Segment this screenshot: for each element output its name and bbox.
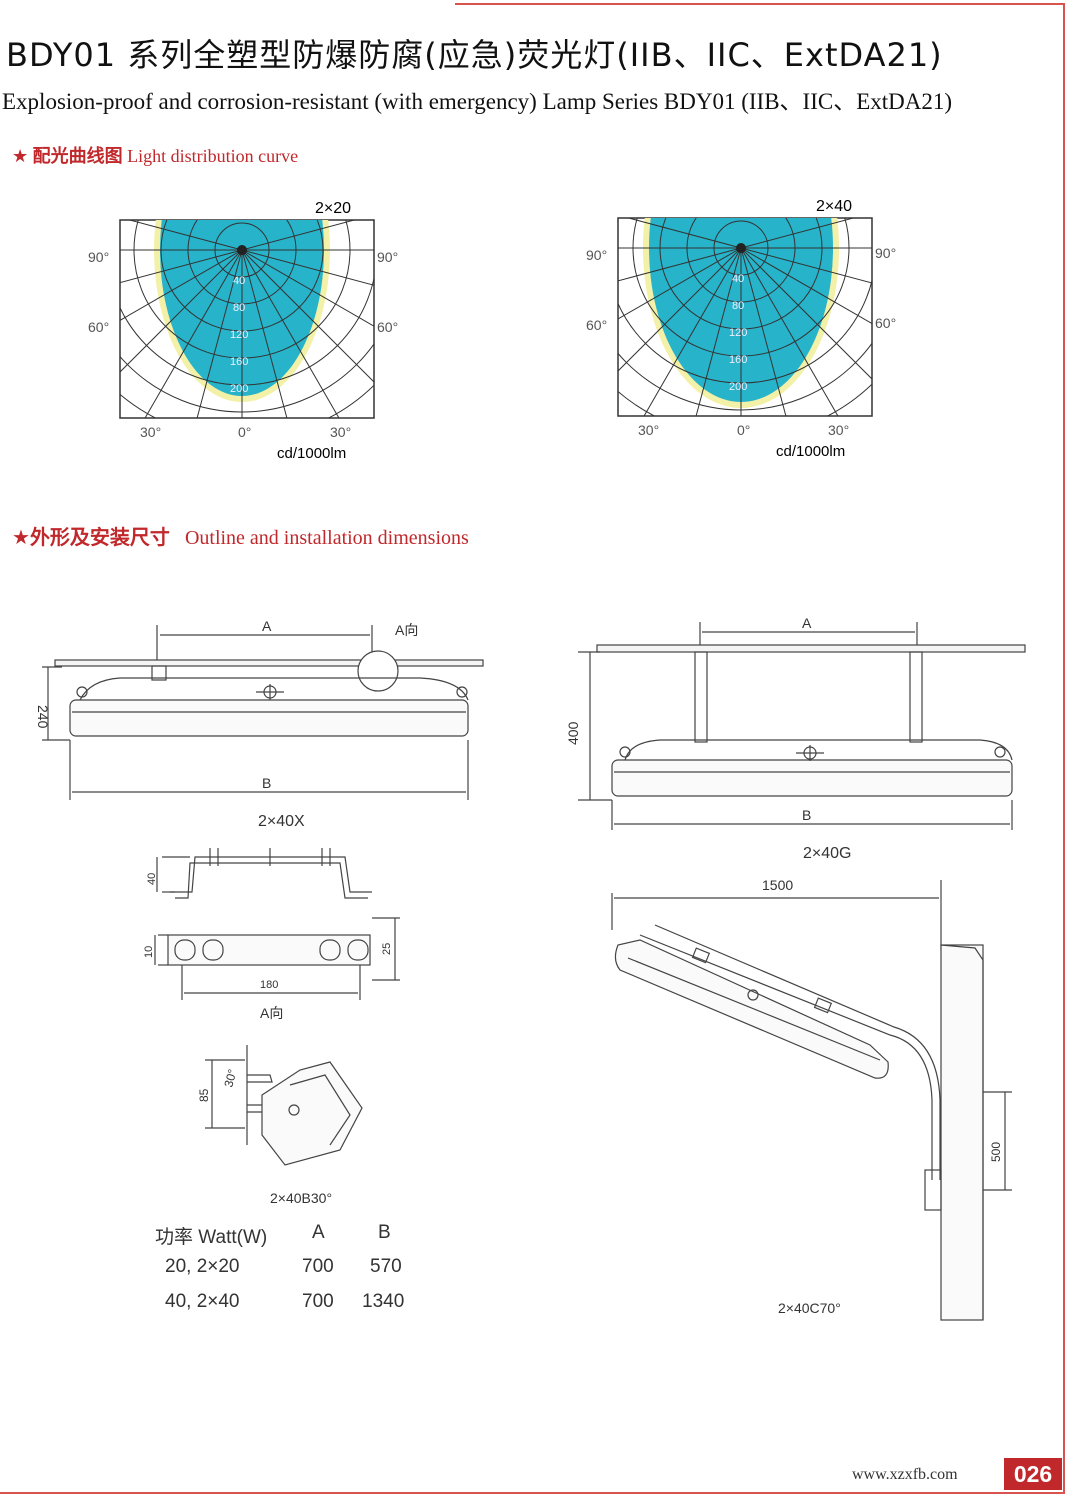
angle-label-90-left: 90° (88, 249, 109, 265)
angle-label-90-right: 90° (875, 245, 896, 261)
bottom-border-line (0, 1492, 1065, 1494)
dim-label-1500: 1500 (762, 877, 793, 893)
section-title-cn: 外形及安装尺寸 (29, 525, 170, 549)
section-title-cn: 配光曲线图 (32, 146, 123, 167)
right-border-line (1063, 3, 1065, 1493)
table-header-b: B (378, 1222, 391, 1243)
star-icon: ★ (12, 525, 30, 549)
dim-label-400: 400 (565, 721, 581, 745)
page-title-cn: BDY01 系列全塑型防爆防腐(应急)荧光灯(IIB、IIC、ExtDA21) (6, 36, 943, 74)
light-curve-chart-2x40: 2×40 90° 90° 60° 60° 40 80 120 160 200 3… (586, 198, 896, 460)
angle-label-0: 0° (737, 422, 750, 438)
dim-label-b: B (262, 775, 271, 791)
page-number-badge: 026 (1004, 1458, 1062, 1490)
dim-label-b: B (802, 807, 811, 823)
scale-label: 160 (230, 356, 248, 368)
angle-label-60-right: 60° (875, 315, 896, 331)
dim-label-10: 10 (143, 946, 155, 958)
angle-label-60-right: 60° (377, 319, 398, 335)
scale-label: 40 (233, 275, 245, 287)
angle-label-60-left: 60° (88, 319, 109, 335)
section-heading-outline: ★外形及安装尺寸 Outline and installation dimens… (12, 521, 469, 550)
angle-label-30-left: 30° (638, 422, 659, 438)
dim-label-a: A (262, 618, 272, 634)
drawing-2x40g (578, 622, 1026, 830)
dim-label-a: A (802, 615, 812, 631)
scale-label: 200 (729, 381, 747, 393)
scale-label: 80 (233, 302, 245, 314)
curve-model-label: 2×20 (315, 200, 351, 217)
dim-label-a-direction: A向 (395, 622, 418, 638)
curve-unit-label: cd/1000lm (776, 443, 845, 460)
dim-label-40: 40 (146, 873, 158, 885)
scale-label: 40 (732, 273, 744, 285)
table-cell: 570 (370, 1256, 402, 1277)
drawing-2x40x (42, 625, 484, 800)
table-header-watt: 功率 Watt(W) (155, 1227, 268, 1248)
table-cell: 700 (302, 1256, 334, 1277)
scale-label: 120 (729, 327, 747, 339)
angle-label-0: 0° (238, 424, 251, 440)
dim-label-30-degree: 30° (221, 1067, 239, 1088)
dim-label-25: 25 (381, 943, 393, 955)
drawing-bracket (154, 848, 400, 1000)
scale-label: 160 (729, 354, 747, 366)
star-icon: ★ (12, 146, 29, 167)
table-header-a: A (312, 1222, 325, 1243)
polar-grid (618, 218, 872, 416)
angle-label-30-left: 30° (140, 424, 161, 440)
scale-label: 80 (732, 300, 744, 312)
curve-model-label: 2×40 (816, 198, 852, 215)
angle-label-90-left: 90° (586, 247, 607, 263)
light-curve-chart-2x20: 2×20 90° 90° 60° 60° 40 80 120 160 200 3… (88, 200, 398, 462)
table-cell: 700 (302, 1291, 334, 1312)
section-title-en: Light distribution curve (127, 146, 299, 166)
model-label-2x40c70: 2×40C70° (778, 1300, 841, 1316)
drawing-2x40c70 (611, 880, 1012, 1321)
polar-grid (120, 220, 374, 418)
section-heading-light-curve: ★ 配光曲线图 Light distribution curve (12, 142, 298, 168)
table-cell: 40, 2×40 (165, 1291, 240, 1312)
dim-label-85: 85 (197, 1088, 211, 1102)
view-label-a-direction: A向 (260, 1005, 283, 1021)
curve-unit-label: cd/1000lm (277, 445, 346, 462)
dim-label-500: 500 (989, 1142, 1003, 1162)
angle-label-60-left: 60° (586, 317, 607, 333)
dim-label-180: 180 (260, 979, 278, 991)
table-cell: 20, 2×20 (165, 1256, 240, 1277)
angle-label-30-right: 30° (330, 424, 351, 440)
model-label-2x40b30: 2×40B30° (270, 1190, 332, 1206)
top-border-line (455, 3, 1065, 5)
section-title-en: Outline and installation dimensions (184, 527, 469, 549)
angle-label-30-right: 30° (828, 422, 849, 438)
drawing-2x40b30 (205, 1045, 363, 1166)
model-label-2x40g: 2×40G (803, 845, 851, 862)
dim-label-240: 240 (35, 705, 51, 729)
page-title-en: Explosion-proof and corrosion-resistant … (2, 89, 953, 114)
angle-label-90-right: 90° (377, 249, 398, 265)
scale-label: 200 (230, 383, 248, 395)
table-cell: 1340 (362, 1291, 405, 1312)
model-label-2x40x: 2×40X (258, 813, 305, 830)
scale-label: 120 (230, 329, 248, 341)
footer-url: www.xzxfb.com (852, 1466, 958, 1483)
